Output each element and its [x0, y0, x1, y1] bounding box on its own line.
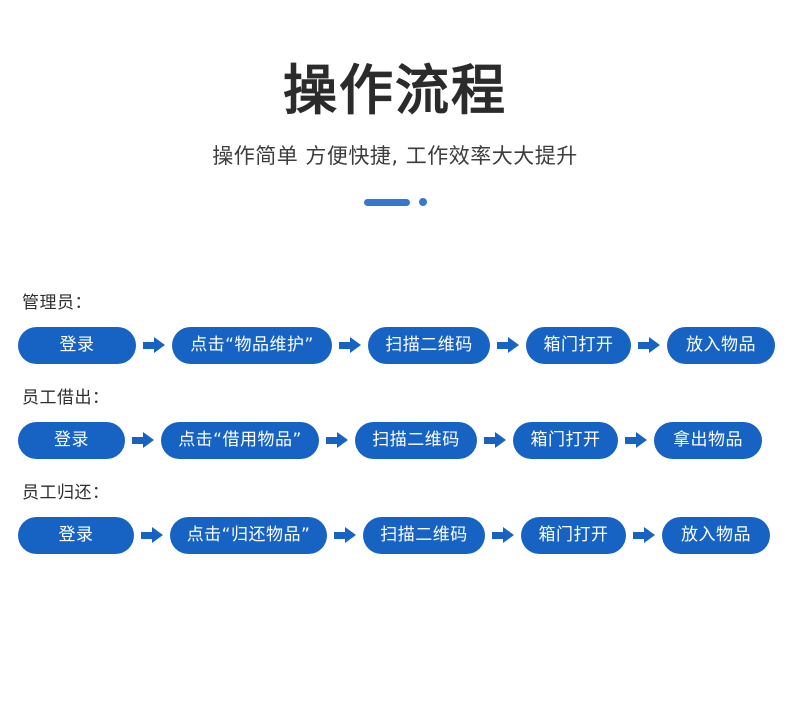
- flow-group-label: 员工归还：: [22, 483, 110, 503]
- flow-group-return: 员工归还： 登录 点击“归还物品” 扫描二维码 箱门打开 放入物品: [0, 478, 790, 557]
- arrow-right-icon: [339, 337, 361, 353]
- divider-ornament: [0, 197, 790, 207]
- flow-step-pill[interactable]: 拿出物品: [654, 421, 762, 459]
- flow-group-admin: 管理员： 登录 点击“物品维护” 扫描二维码 箱门打开 放入物品: [0, 288, 790, 367]
- arrow-right-icon: [638, 337, 660, 353]
- flow-diagram: 管理员： 登录 点击“物品维护” 扫描二维码 箱门打开 放入物品 员工借出： 登…: [0, 288, 790, 573]
- flow-step-pill[interactable]: 箱门打开: [526, 326, 631, 364]
- flow-row: 登录 点击“借用物品” 扫描二维码 箱门打开 拿出物品: [0, 418, 790, 462]
- flow-step-pill[interactable]: 箱门打开: [521, 516, 626, 554]
- flow-step-pill[interactable]: 箱门打开: [513, 421, 618, 459]
- flow-group-label: 管理员：: [22, 293, 92, 313]
- arrow-right-icon: [326, 432, 348, 448]
- arrow-right-icon: [497, 337, 519, 353]
- flow-step-pill[interactable]: 登录: [18, 421, 125, 459]
- flow-step-pill[interactable]: 点击“物品维护”: [172, 326, 332, 364]
- page-subtitle: 操作简单 方便快捷, 工作效率大大提升: [212, 144, 578, 168]
- flow-step-pill[interactable]: 点击“借用物品”: [161, 421, 319, 459]
- arrow-right-icon: [492, 527, 514, 543]
- flow-row: 登录 点击“物品维护” 扫描二维码 箱门打开 放入物品: [0, 323, 790, 367]
- flow-step-pill[interactable]: 扫描二维码: [368, 326, 490, 364]
- arrow-right-icon: [141, 527, 163, 543]
- arrow-right-icon: [334, 527, 356, 543]
- arrow-right-icon: [143, 337, 165, 353]
- flow-step-pill[interactable]: 扫描二维码: [355, 421, 477, 459]
- arrow-right-icon: [132, 432, 154, 448]
- flow-step-pill[interactable]: 放入物品: [667, 326, 775, 364]
- arrow-right-icon: [484, 432, 506, 448]
- arrow-right-icon: [625, 432, 647, 448]
- divider-dot: [418, 198, 427, 206]
- flow-step-pill[interactable]: 扫描二维码: [363, 516, 485, 554]
- flow-step-pill[interactable]: 登录: [18, 326, 136, 364]
- page-title: 操作流程: [283, 59, 507, 122]
- flow-step-pill[interactable]: 放入物品: [662, 516, 770, 554]
- arrow-right-icon: [633, 527, 655, 543]
- flow-group-borrow: 员工借出： 登录 点击“借用物品” 扫描二维码 箱门打开 拿出物品: [0, 383, 790, 462]
- divider-bar: [363, 198, 410, 206]
- flow-step-pill[interactable]: 点击“归还物品”: [170, 516, 327, 554]
- flow-row: 登录 点击“归还物品” 扫描二维码 箱门打开 放入物品: [0, 513, 790, 557]
- flow-group-label: 员工借出：: [22, 388, 110, 408]
- page-header: 操作流程 操作简单 方便快捷, 工作效率大大提升: [0, 0, 790, 170]
- flow-step-pill[interactable]: 登录: [18, 516, 134, 554]
